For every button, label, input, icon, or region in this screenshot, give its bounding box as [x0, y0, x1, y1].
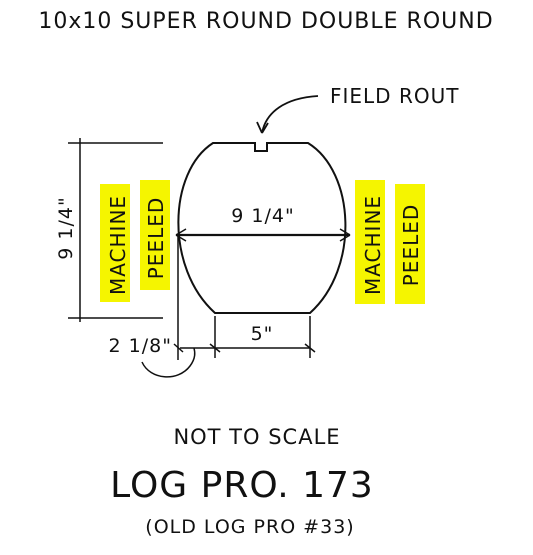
field-rout-arrow: [261, 95, 319, 134]
right-label-machine: MACHINE: [361, 195, 385, 295]
right-label-peeled: PEELED: [399, 204, 423, 287]
width-dimension-label: 9 1/4": [231, 205, 294, 227]
old-profile-name: (OLD LOG PRO #33): [145, 516, 354, 538]
flat-dimension-ticks: [209, 343, 316, 353]
log-profile-outline: [177, 142, 347, 314]
offset-tick: [173, 343, 184, 353]
offset-leader-curve: [141, 347, 196, 378]
left-highlight: [100, 180, 170, 302]
flat-dimension-label: 5": [251, 323, 274, 345]
height-dimension-label: 9 1/4": [55, 196, 77, 259]
profile-name: LOG PRO. 173: [110, 465, 374, 506]
left-label-machine: MACHINE: [106, 195, 130, 295]
right-highlight: [355, 180, 425, 304]
offset-dimension-label: 2 1/8": [109, 335, 172, 357]
not-to-scale-note: NOT TO SCALE: [173, 425, 340, 449]
field-rout-label: FIELD ROUT: [330, 84, 459, 108]
drawing-title: 10x10 SUPER ROUND DOUBLE ROUND: [38, 9, 493, 34]
left-label-peeled: PEELED: [144, 197, 168, 280]
